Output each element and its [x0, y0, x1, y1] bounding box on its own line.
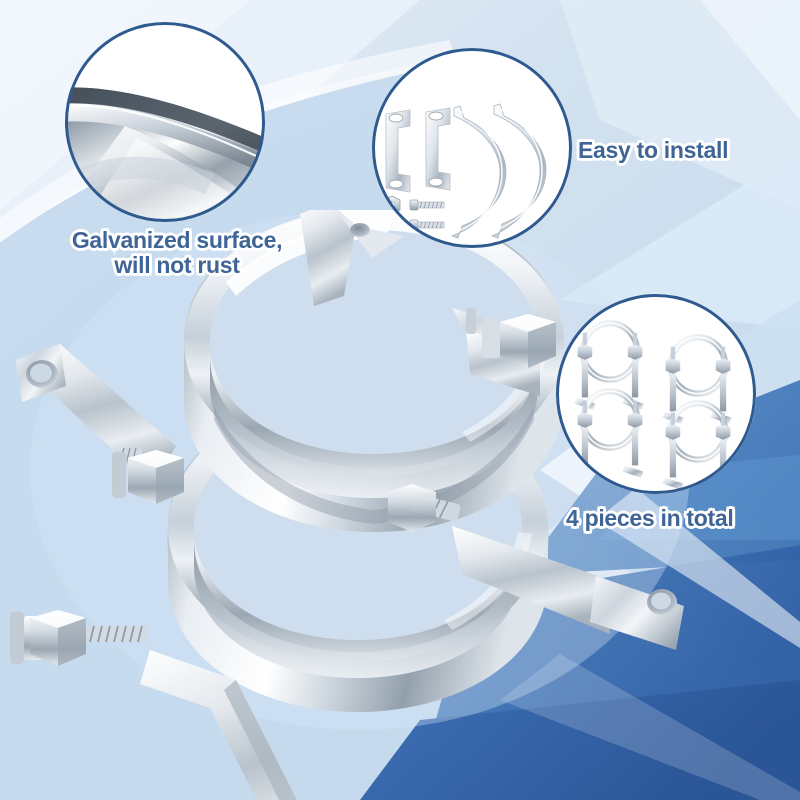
hero-product-double-pipe-clamp [0, 210, 720, 800]
bolt-parts [409, 199, 445, 231]
lower-left-arm [140, 650, 297, 800]
callout-four-pieces [556, 294, 756, 494]
bracket-part-1 [385, 109, 411, 193]
lower-bolt-group [10, 610, 148, 666]
callout-galvanized-surface [65, 22, 265, 222]
metal-surface-closeup-icon [65, 22, 265, 222]
thread-lines [89, 625, 143, 643]
feature-label-four-pieces: 4 pieces in total [563, 503, 736, 533]
clamp-band-1 [450, 105, 507, 239]
bracket-part-2 [425, 107, 451, 191]
feature-label-easy-install: Easy to install [575, 135, 730, 165]
right-bolt-group [388, 484, 461, 532]
feature-label-galvanized: Galvanized surface, will not rust [69, 225, 285, 279]
center-bolt-group [112, 450, 184, 504]
upper-bolt-group [466, 308, 556, 368]
upper-rear-strap [300, 210, 356, 306]
four-clamps-grid-icon [556, 294, 756, 494]
callout-easy-install [372, 48, 572, 248]
upper-clamp-assembly [16, 210, 564, 532]
clamp-band-2 [490, 103, 547, 239]
exploded-parts-icon [372, 48, 572, 248]
